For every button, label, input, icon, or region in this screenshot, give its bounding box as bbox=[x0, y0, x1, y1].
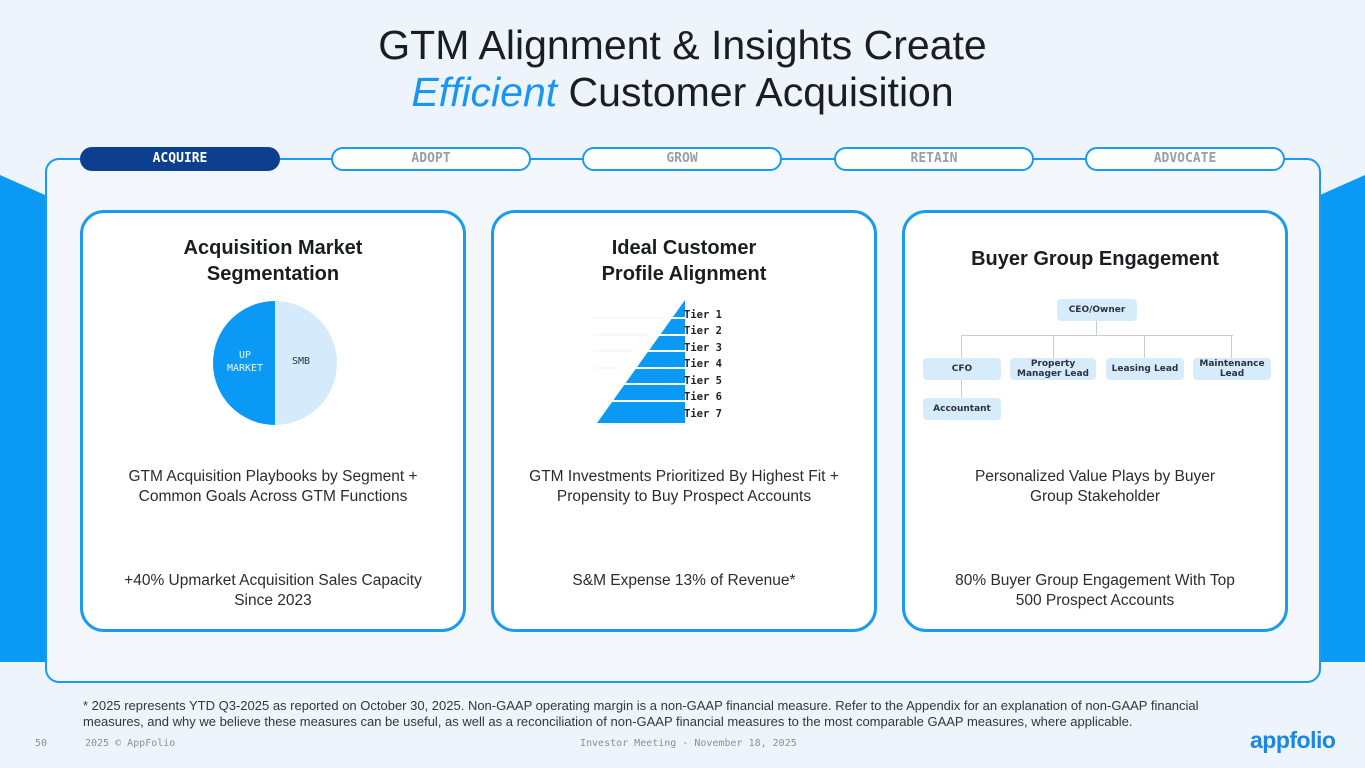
pie-label-line: MARKET bbox=[226, 363, 264, 374]
pie-label-line: UP bbox=[238, 350, 252, 361]
tier-label: Tier 2 bbox=[684, 325, 722, 337]
org-node-property-manager: Property Manager Lead bbox=[1010, 358, 1096, 380]
tier-label: Tier 5 bbox=[684, 375, 722, 387]
card-title-line: Ideal Customer bbox=[611, 237, 757, 259]
stage-grow[interactable]: GROW bbox=[582, 147, 782, 171]
footnote: * 2025 represents YTD Q3-2025 as reporte… bbox=[83, 698, 1199, 729]
org-connector bbox=[1053, 335, 1054, 358]
card-title-line: Acquisition Market bbox=[183, 237, 363, 259]
stage-retain[interactable]: RETAIN bbox=[834, 147, 1034, 171]
stage-connector bbox=[1033, 158, 1085, 160]
tier-label: Tier 1 bbox=[684, 309, 722, 321]
org-connector bbox=[1144, 335, 1145, 358]
card-stat: S&M Expense 13% of Revenue* bbox=[572, 572, 796, 589]
org-connector bbox=[961, 380, 962, 398]
appfolio-logo: appfolio bbox=[1250, 727, 1336, 753]
pie-slice-smb bbox=[275, 301, 337, 425]
segmentation-pie-chart bbox=[213, 301, 337, 425]
tier-label: Tier 4 bbox=[684, 358, 722, 370]
tier-pyramid bbox=[594, 300, 686, 423]
org-node-maintenance: Maintenance Lead bbox=[1193, 358, 1271, 380]
pie-label-upmarket: UP MARKET bbox=[215, 349, 275, 375]
card-stat: 80% Buyer Group Engagement With Top 500 … bbox=[955, 572, 1235, 609]
title-line-2: Efficient Customer Acquisition bbox=[0, 69, 1365, 116]
title-emphasis: Efficient bbox=[411, 69, 558, 115]
page-number: 50 bbox=[35, 738, 48, 749]
org-node-leasing: Leasing Lead bbox=[1106, 358, 1184, 380]
org-node-cfo: CFO bbox=[923, 358, 1001, 380]
pie-label-smb: SMB bbox=[291, 356, 311, 367]
stage-connector bbox=[781, 158, 834, 160]
title-line-1: GTM Alignment & Insights Create bbox=[378, 22, 987, 68]
card-description: GTM Acquisition Playbooks by Segment + C… bbox=[128, 468, 418, 505]
org-node-ceo: CEO/Owner bbox=[1057, 299, 1137, 321]
tier-label: Tier 7 bbox=[684, 408, 722, 420]
stage-advocate[interactable]: ADVOCATE bbox=[1085, 147, 1285, 171]
pie-slice-upmarket bbox=[213, 301, 275, 425]
card-stat: +40% Upmarket Acquisition Sales Capacity… bbox=[124, 572, 422, 609]
card-title-line: Segmentation bbox=[206, 263, 340, 285]
stage-acquire[interactable]: ACQUIRE bbox=[80, 147, 280, 171]
card-description: GTM Investments Prioritized By Highest F… bbox=[529, 468, 839, 505]
stage-connector bbox=[279, 158, 331, 160]
page-title: GTM Alignment & Insights Create Efficien… bbox=[0, 22, 1365, 116]
tier-label: Tier 6 bbox=[684, 391, 722, 403]
event-label: Investor Meeting - November 18, 2025 bbox=[580, 738, 797, 749]
stage-adopt[interactable]: ADOPT bbox=[331, 147, 531, 171]
tier-label: Tier 3 bbox=[684, 342, 722, 354]
org-connector bbox=[961, 335, 962, 358]
org-connector bbox=[1231, 335, 1232, 358]
card-description: Personalized Value Plays by Buyer Group … bbox=[974, 468, 1216, 505]
copyright: 2025 © AppFolio bbox=[85, 738, 176, 749]
org-connector bbox=[961, 335, 1233, 336]
org-connector bbox=[1096, 321, 1097, 335]
org-node-accountant: Accountant bbox=[923, 398, 1001, 420]
card-buyer-group: Buyer Group Engagement CEO/Owner CFO Pro… bbox=[902, 210, 1288, 632]
stage-connector bbox=[530, 158, 582, 160]
title-line-2-rest: Customer Acquisition bbox=[557, 69, 954, 115]
card-title-line: Profile Alignment bbox=[601, 263, 767, 285]
card-title: Buyer Group Engagement bbox=[971, 248, 1219, 270]
